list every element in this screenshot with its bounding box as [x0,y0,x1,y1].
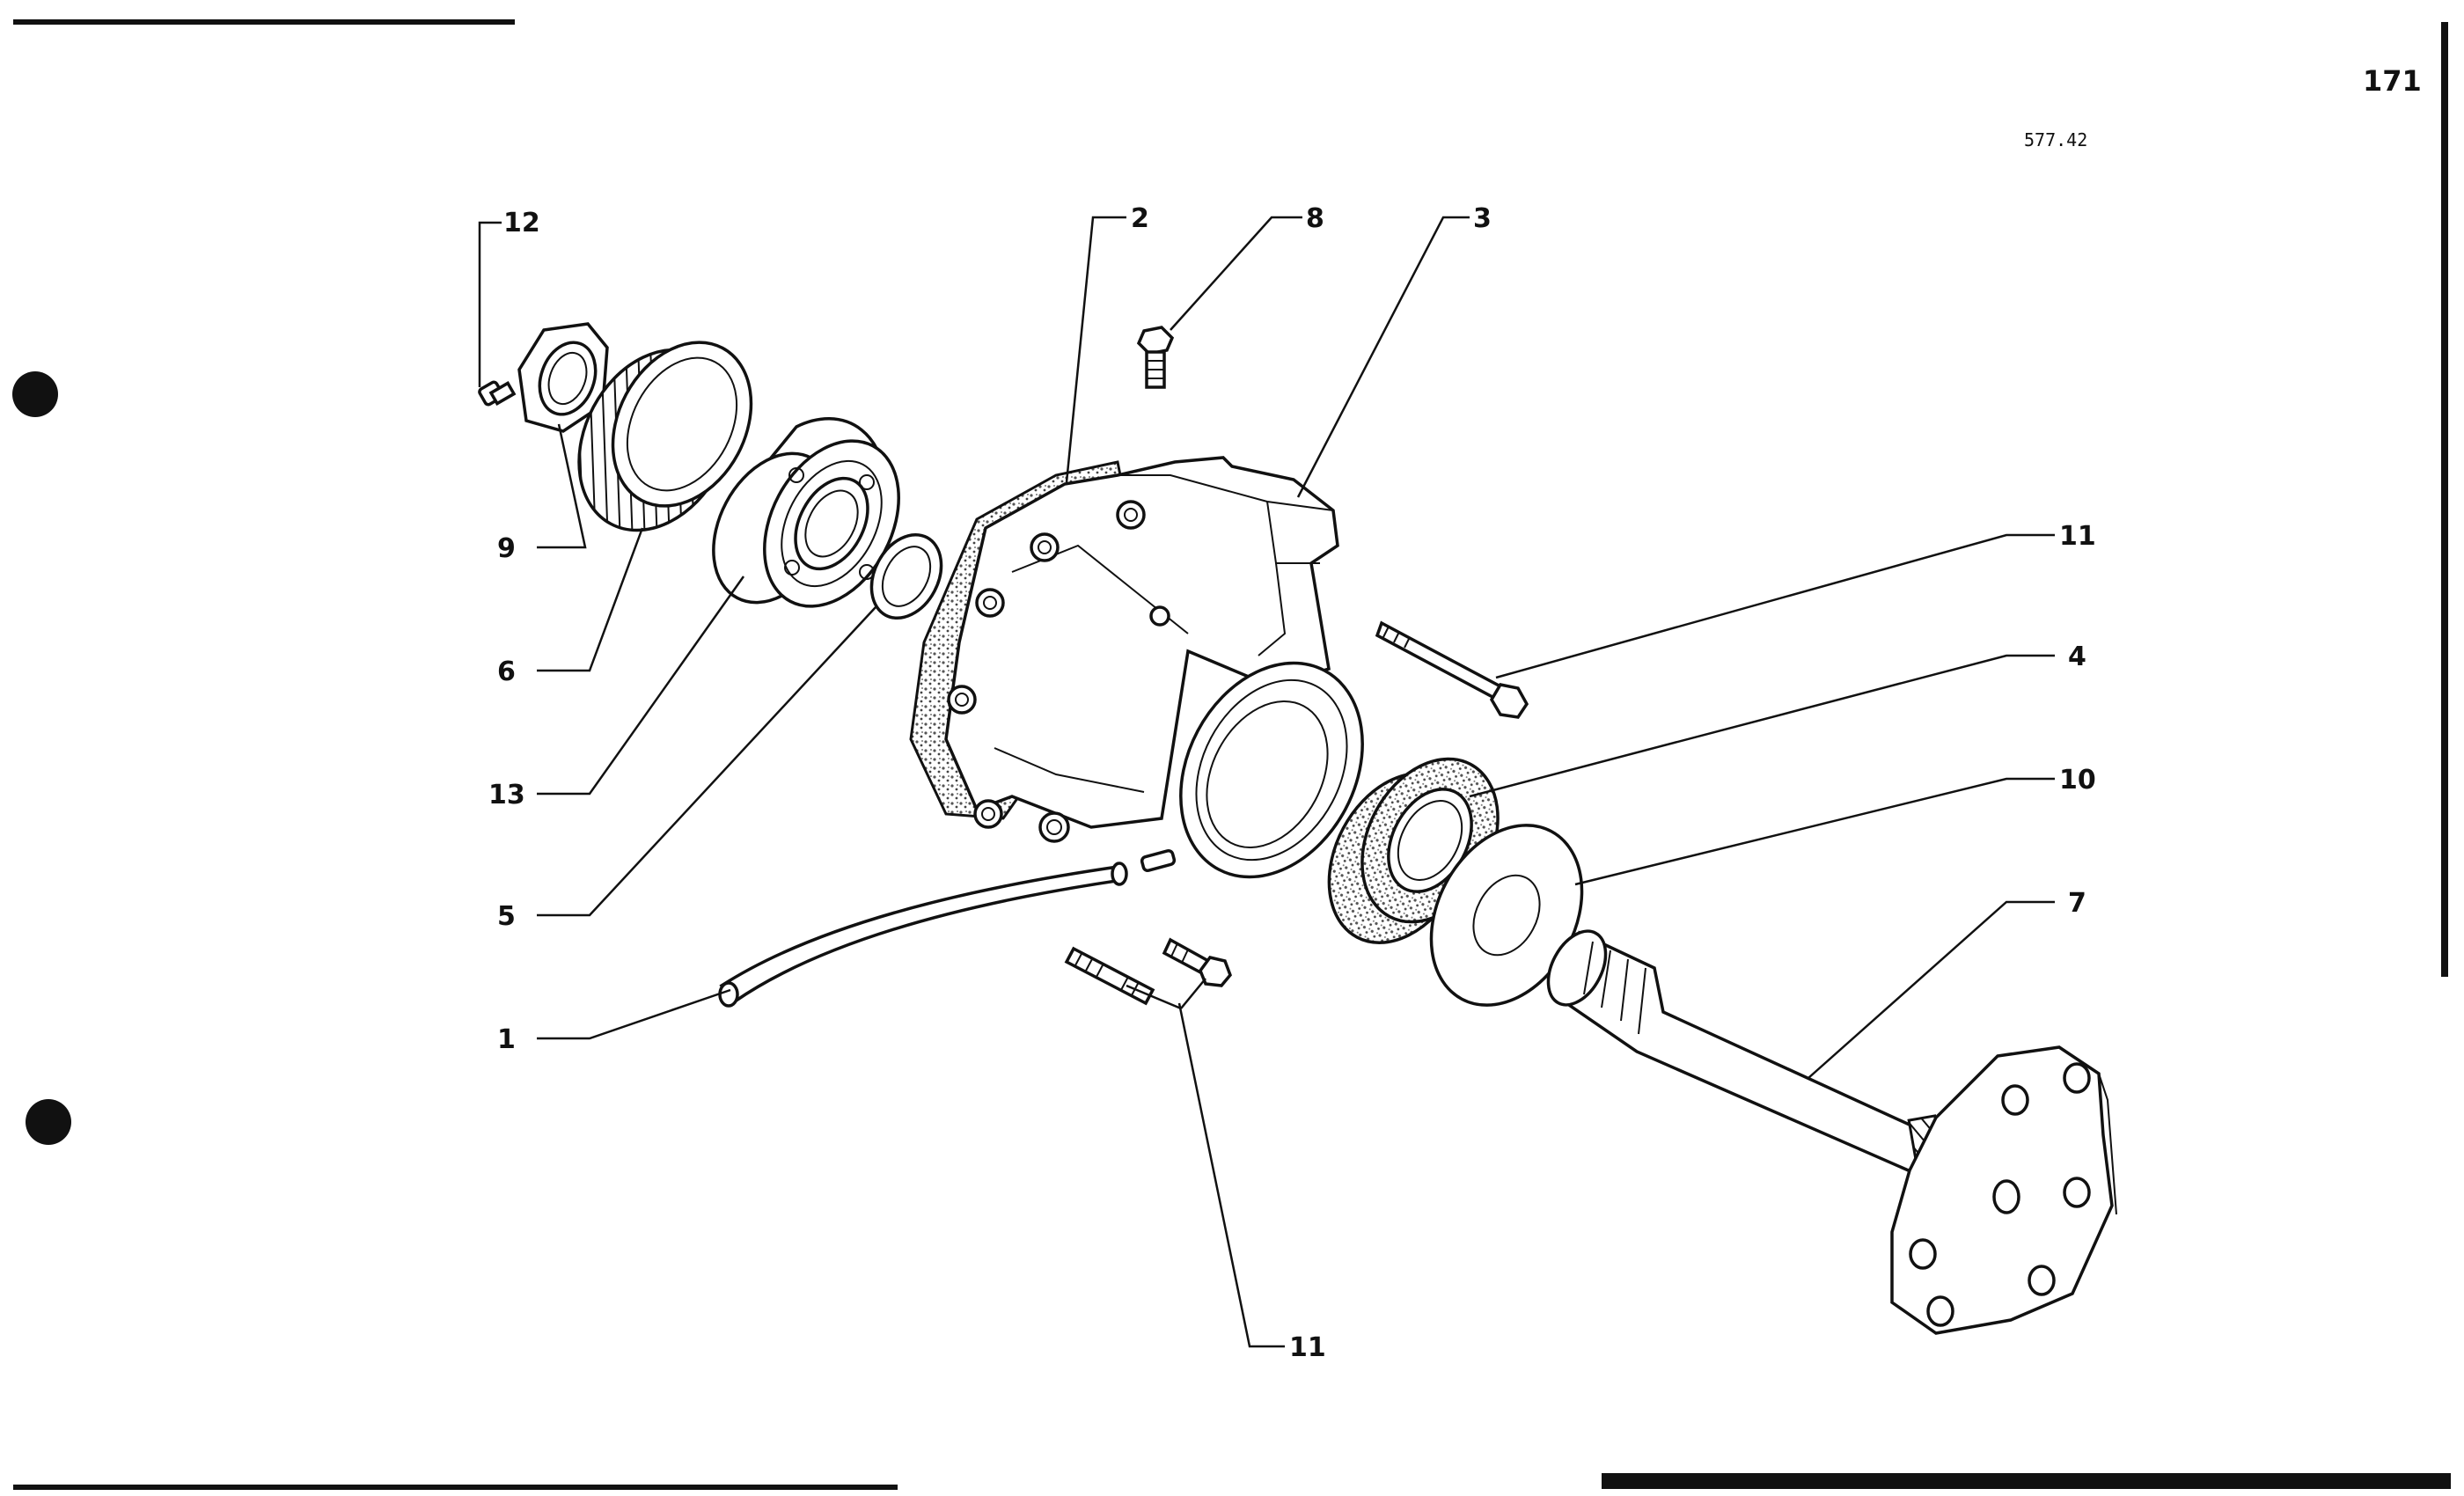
callout-7: 7 [2068,888,2086,919]
callout-6: 6 [497,656,516,687]
binder-hole-upper [12,371,58,417]
part-12-screw [478,380,517,407]
callout-12: 12 [503,208,540,238]
callout-8: 8 [1306,203,1324,234]
part-11-studs [1064,937,1232,1006]
binder-hole-lower [26,1099,71,1145]
part-9-locknut [517,322,609,433]
callout-4: 4 [2068,642,2086,672]
callout-2: 2 [1131,203,1149,234]
part-13-ball-bearing [712,417,900,608]
part-11-long-bolt [1375,620,1529,719]
part-3-housing [944,456,1364,879]
callout-labels: 12 2 8 3 9 6 13 5 1 11 4 10 7 11 [488,203,2096,1363]
leader-lines [478,216,2055,1348]
page-number: 171 [2363,64,2422,98]
callout-13: 13 [488,780,525,810]
part-6-threaded-ring [577,341,753,532]
part-8-bolt [1136,326,1175,389]
callout-1: 1 [497,1024,516,1055]
reference-code: 577.42 [2024,129,2087,150]
part-5-spacer-ring [869,532,943,620]
part-7-drive-shaft [1546,929,2117,1335]
callout-9: 9 [497,533,516,564]
part-1-tube [718,862,1128,1008]
callout-3: 3 [1473,203,1492,234]
callout-5: 5 [497,901,516,932]
callout-11-lower: 11 [1289,1332,1326,1363]
callout-11-upper: 11 [2059,521,2096,552]
callout-10: 10 [2059,765,2096,796]
page-border [13,19,2451,1490]
